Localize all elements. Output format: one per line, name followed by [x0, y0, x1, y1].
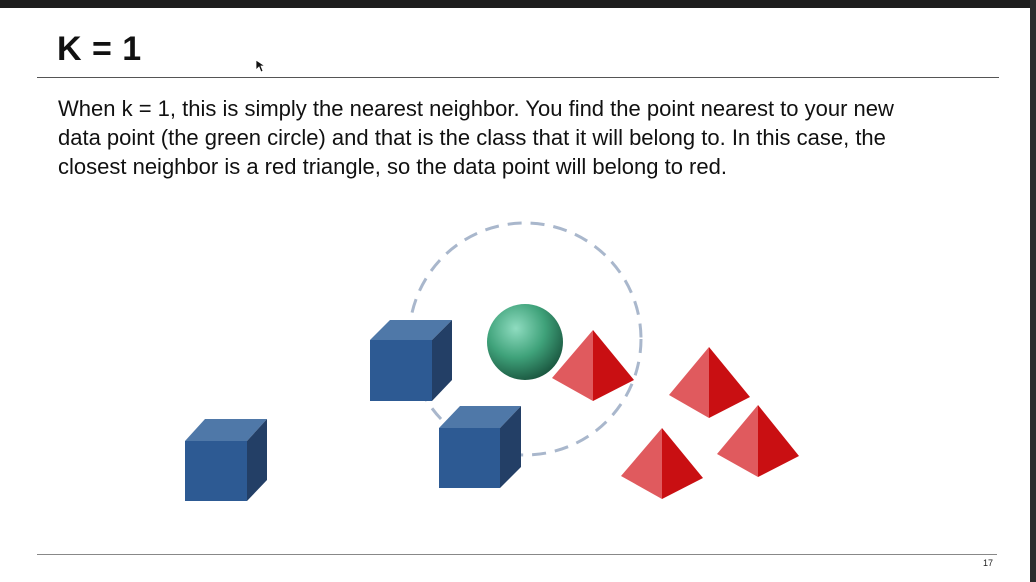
blue-cube [370, 320, 452, 401]
slide: K = 1 When k = 1, this is simply the nea… [0, 8, 1030, 582]
red-pyramid [669, 347, 750, 418]
blue-cube [439, 406, 521, 488]
blue-cube [185, 419, 267, 501]
red-pyramid [552, 330, 634, 401]
red-pyramid [717, 405, 799, 477]
slide-title: K = 1 [57, 30, 142, 68]
slide-body-text: When k = 1, this is simply the nearest n… [58, 96, 894, 179]
title-divider [37, 77, 999, 78]
knn-diagram [185, 221, 799, 501]
red-pyramid [621, 428, 703, 499]
window-edge [1030, 0, 1036, 582]
footer-divider [37, 554, 997, 555]
new-data-point-sphere [487, 304, 563, 380]
page-number: 17 [983, 558, 994, 568]
mouse-pointer-icon [256, 60, 266, 73]
neighborhood-circle [407, 221, 643, 457]
